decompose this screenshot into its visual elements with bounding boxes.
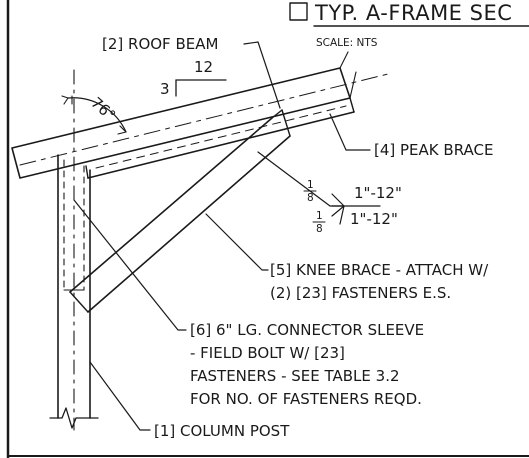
leader-knee-brace	[205, 213, 269, 271]
callout-knee-brace-line2: (2) [23] FASTENERS E.S.	[270, 284, 451, 302]
leader-roof-beam	[243, 41, 281, 109]
pitch-run: 12	[194, 58, 213, 76]
weld-fraction-num-lower: 1	[316, 210, 323, 222]
angle-label: 76°	[87, 94, 119, 125]
weld-fraction-num-upper: 1	[307, 179, 314, 191]
title-checkbox	[289, 2, 308, 21]
weld-fraction-den-upper: 8	[307, 192, 314, 204]
callout-knee-brace-line1: [5] KNEE BRACE - ATTACH W/	[270, 261, 489, 279]
callout-column-post: [1] COLUMN POST	[154, 422, 290, 440]
pitch-indicator	[175, 79, 227, 97]
pitch-rise: 3	[160, 80, 170, 98]
section-title: TYP. A-FRAME SEC	[314, 1, 512, 25]
knee-brace	[69, 109, 291, 313]
callout-sleeve-line1: [6] 6" LG. CONNECTOR SLEEVE	[190, 321, 424, 339]
callout-sleeve-line4: FOR NO. OF FASTENERS REQD.	[190, 390, 422, 408]
weld-fraction-den-lower: 8	[316, 223, 323, 235]
column-post	[49, 69, 99, 431]
angle-dimension	[61, 95, 127, 135]
callout-roof-beam: [2] ROOF BEAM	[102, 35, 218, 53]
weld-length-lower: 1"-12"	[350, 210, 398, 228]
weld-length-upper: 1"-12"	[354, 184, 402, 202]
callout-peak-brace: [4] PEAK BRACE	[374, 141, 493, 159]
scale-note: SCALE: NTS	[316, 37, 378, 49]
callout-sleeve-line2: - FIELD BOLT W/ [23]	[190, 344, 345, 362]
connector-sleeve	[63, 159, 85, 291]
leader-column-post	[89, 361, 151, 431]
callout-sleeve-line3: FASTENERS - SEE TABLE 3.2	[190, 367, 400, 385]
leader-peak-brace	[329, 113, 371, 151]
weld-symbol	[257, 151, 381, 225]
peak-brace	[85, 97, 355, 179]
leader-connector-sleeve	[73, 199, 187, 331]
